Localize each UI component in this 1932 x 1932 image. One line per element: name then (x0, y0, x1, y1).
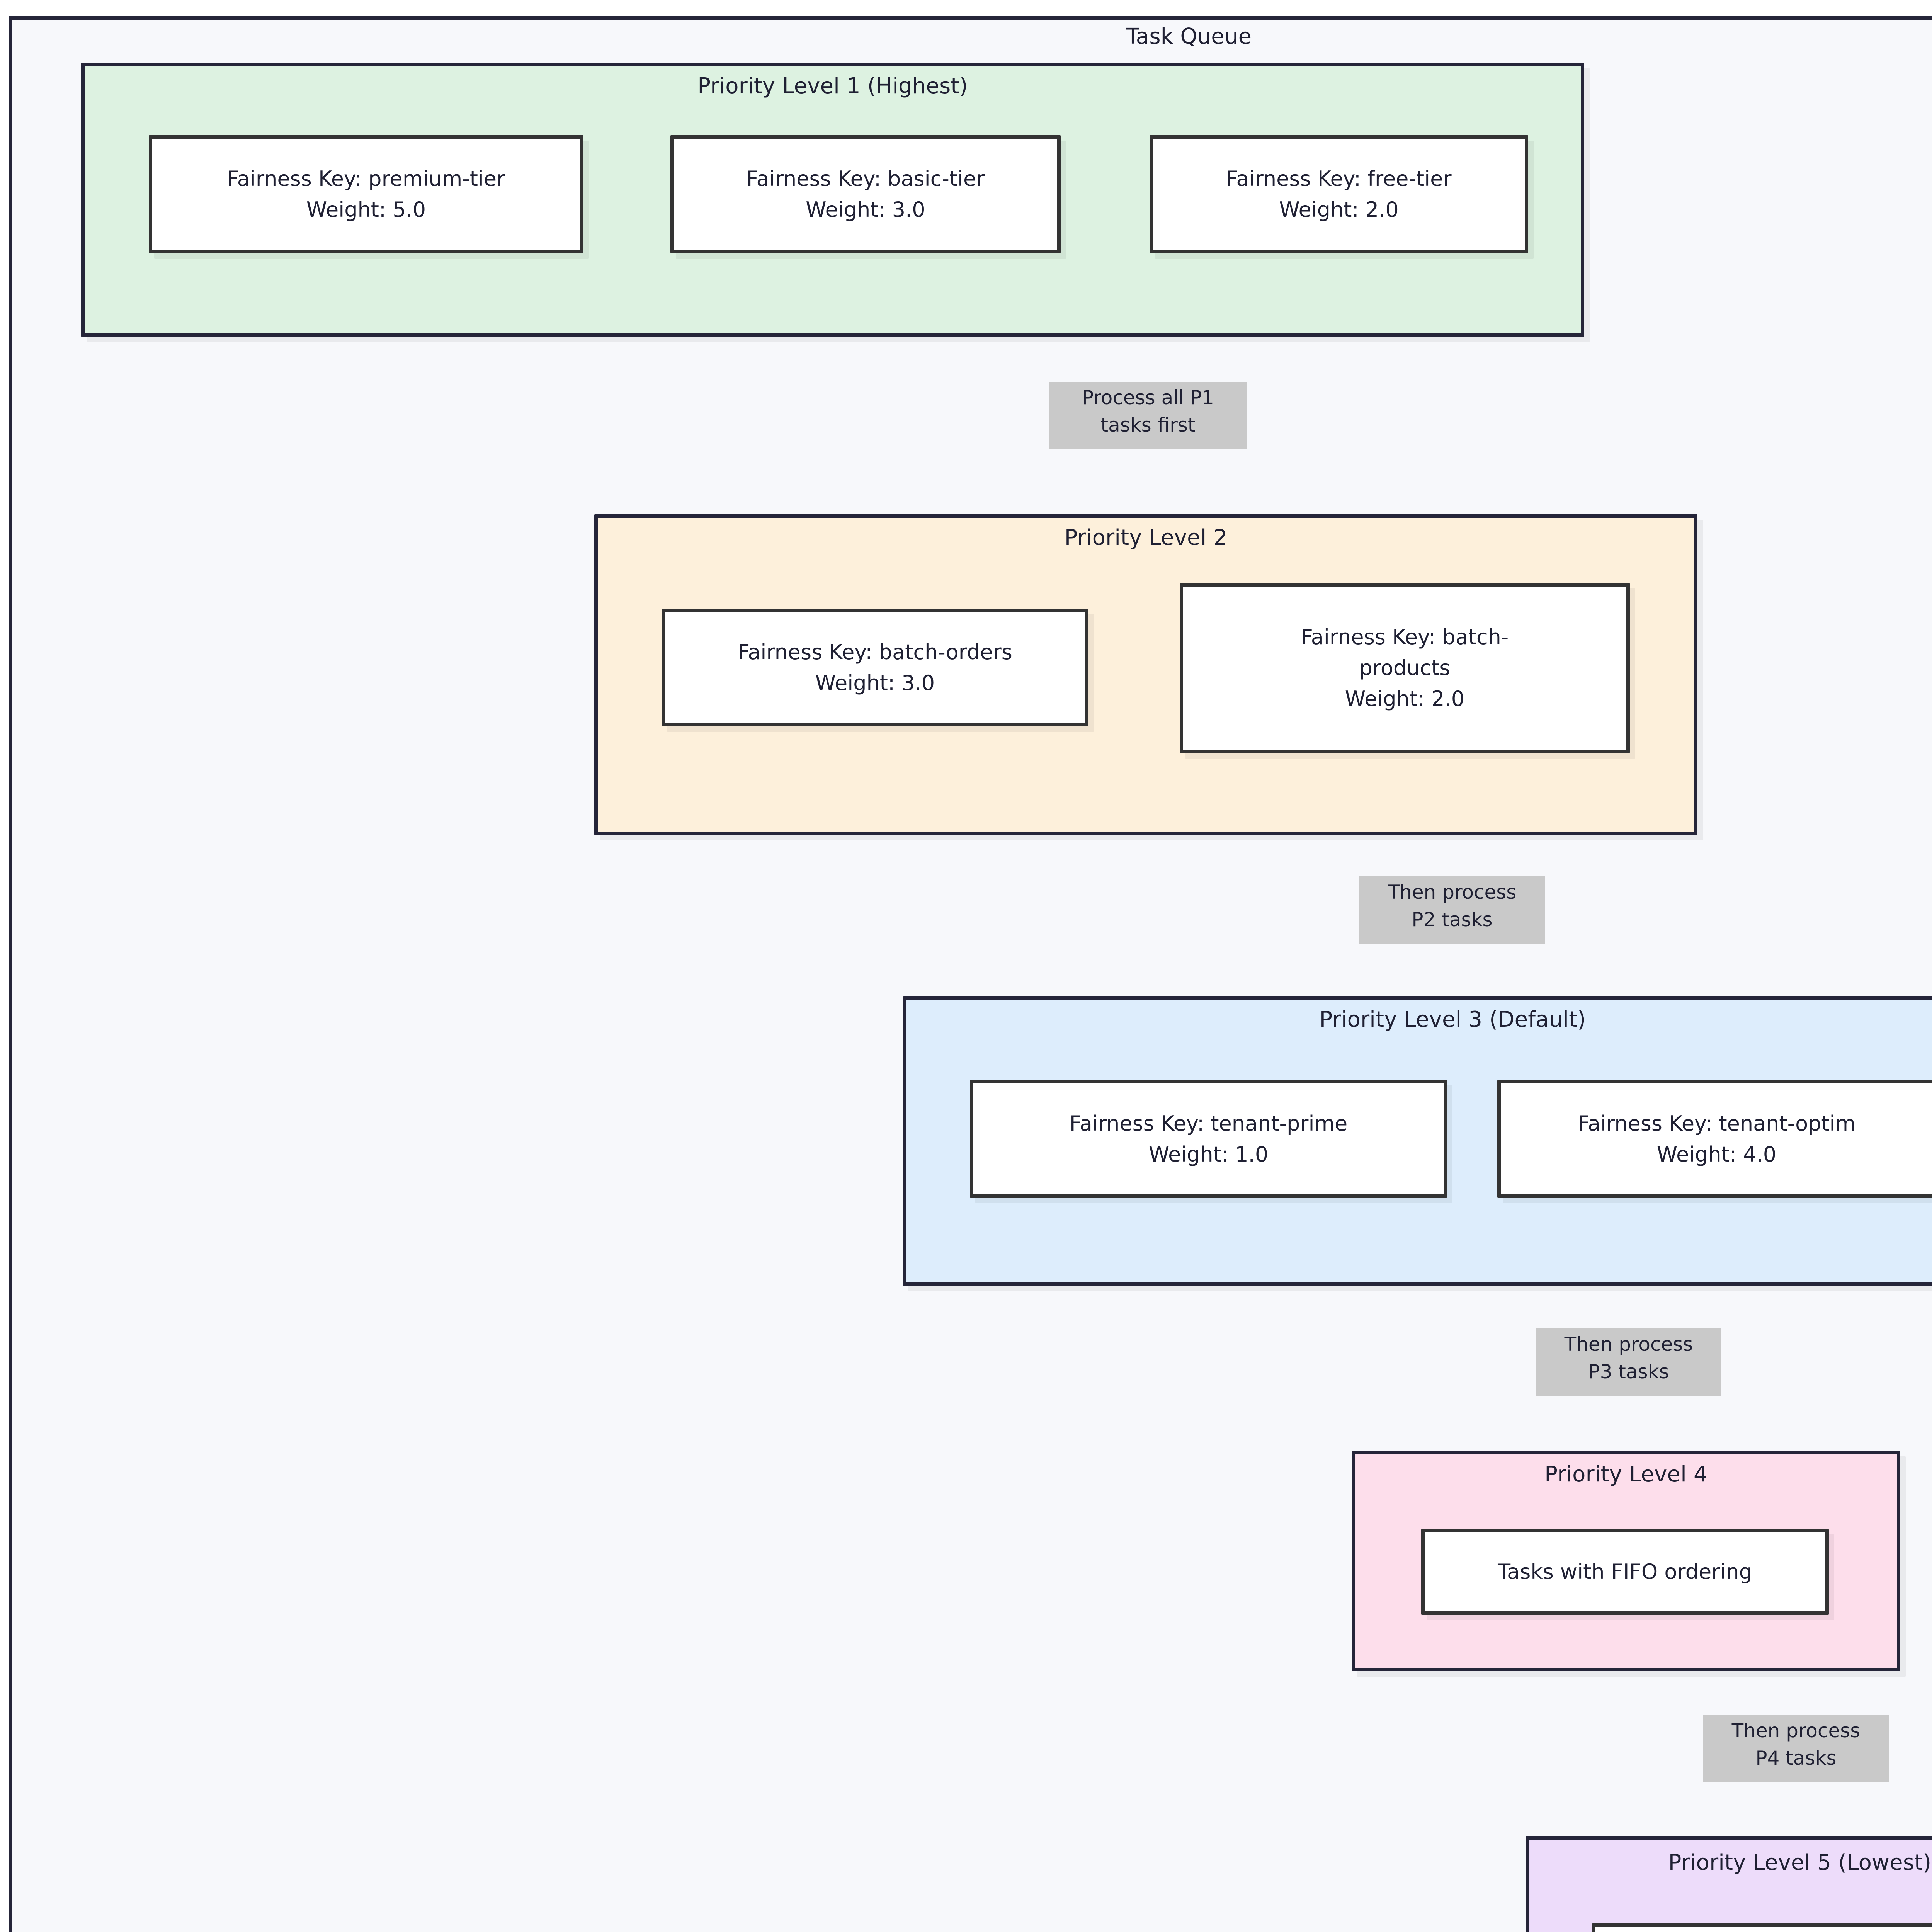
node-text-basic-tier: Fairness Key: basic-tier Weight: 3.0 (746, 166, 985, 222)
node-p4-fifo-tasks[interactable]: Tasks with FIFO ordering (1421, 1529, 1829, 1615)
edge-label-then-process-p4-tasks: Then process P4 tasks (1703, 1715, 1889, 1782)
cluster-label-priority-level-1: Priority Level 1 (Highest) (697, 73, 968, 99)
cluster-label-priority-level-4: Priority Level 4 (1544, 1462, 1708, 1487)
node-text-batch-products: Fairness Key: batch- products Weight: 2.… (1301, 625, 1509, 711)
edge-label-then-process-p2-tasks: Then process P2 tasks (1359, 876, 1545, 944)
node-fairness-free-tier[interactable]: Fairness Key: free-tier Weight: 2.0 (1150, 135, 1528, 253)
node-text-premium-tier: Fairness Key: premium-tier Weight: 5.0 (227, 166, 505, 222)
node-fairness-premium-tier[interactable]: Fairness Key: premium-tier Weight: 5.0 (149, 135, 583, 253)
node-p5-fifo-tasks[interactable]: Tasks with FIFO ordering (1592, 1923, 1932, 1932)
node-fairness-basic-tier[interactable]: Fairness Key: basic-tier Weight: 3.0 (670, 135, 1061, 253)
node-fairness-batch-orders[interactable]: Fairness Key: batch-orders Weight: 3.0 (662, 609, 1088, 726)
node-fairness-tenant-optim[interactable]: Fairness Key: tenant-optim Weight: 4.0 (1497, 1080, 1932, 1198)
task-queue-title: Task Queue (1126, 24, 1252, 49)
cluster-label-priority-level-2: Priority Level 2 (1064, 525, 1228, 550)
cluster-label-priority-level-5: Priority Level 5 (Lowest) (1668, 1850, 1932, 1875)
node-text-free-tier: Fairness Key: free-tier Weight: 2.0 (1226, 166, 1452, 222)
node-fairness-batch-products[interactable]: Fairness Key: batch- products Weight: 2.… (1180, 583, 1630, 753)
node-fairness-tenant-prime[interactable]: Fairness Key: tenant-prime Weight: 1.0 (970, 1080, 1447, 1198)
cluster-priority-level-5 (1526, 1836, 1932, 1932)
node-text-tenant-prime: Fairness Key: tenant-prime Weight: 1.0 (1069, 1111, 1348, 1167)
edge-label-then-process-p3-tasks: Then process P3 tasks (1536, 1328, 1721, 1396)
node-text-tenant-optim: Fairness Key: tenant-optim Weight: 4.0 (1577, 1111, 1856, 1167)
node-text-batch-orders: Fairness Key: batch-orders Weight: 3.0 (738, 639, 1012, 695)
node-text-p4-fifo: Tasks with FIFO ordering (1498, 1560, 1752, 1584)
edge-label-process-all-p1-tasks-first: Process all P1 tasks first (1049, 382, 1247, 449)
cluster-label-priority-level-3: Priority Level 3 (Default) (1319, 1007, 1586, 1032)
